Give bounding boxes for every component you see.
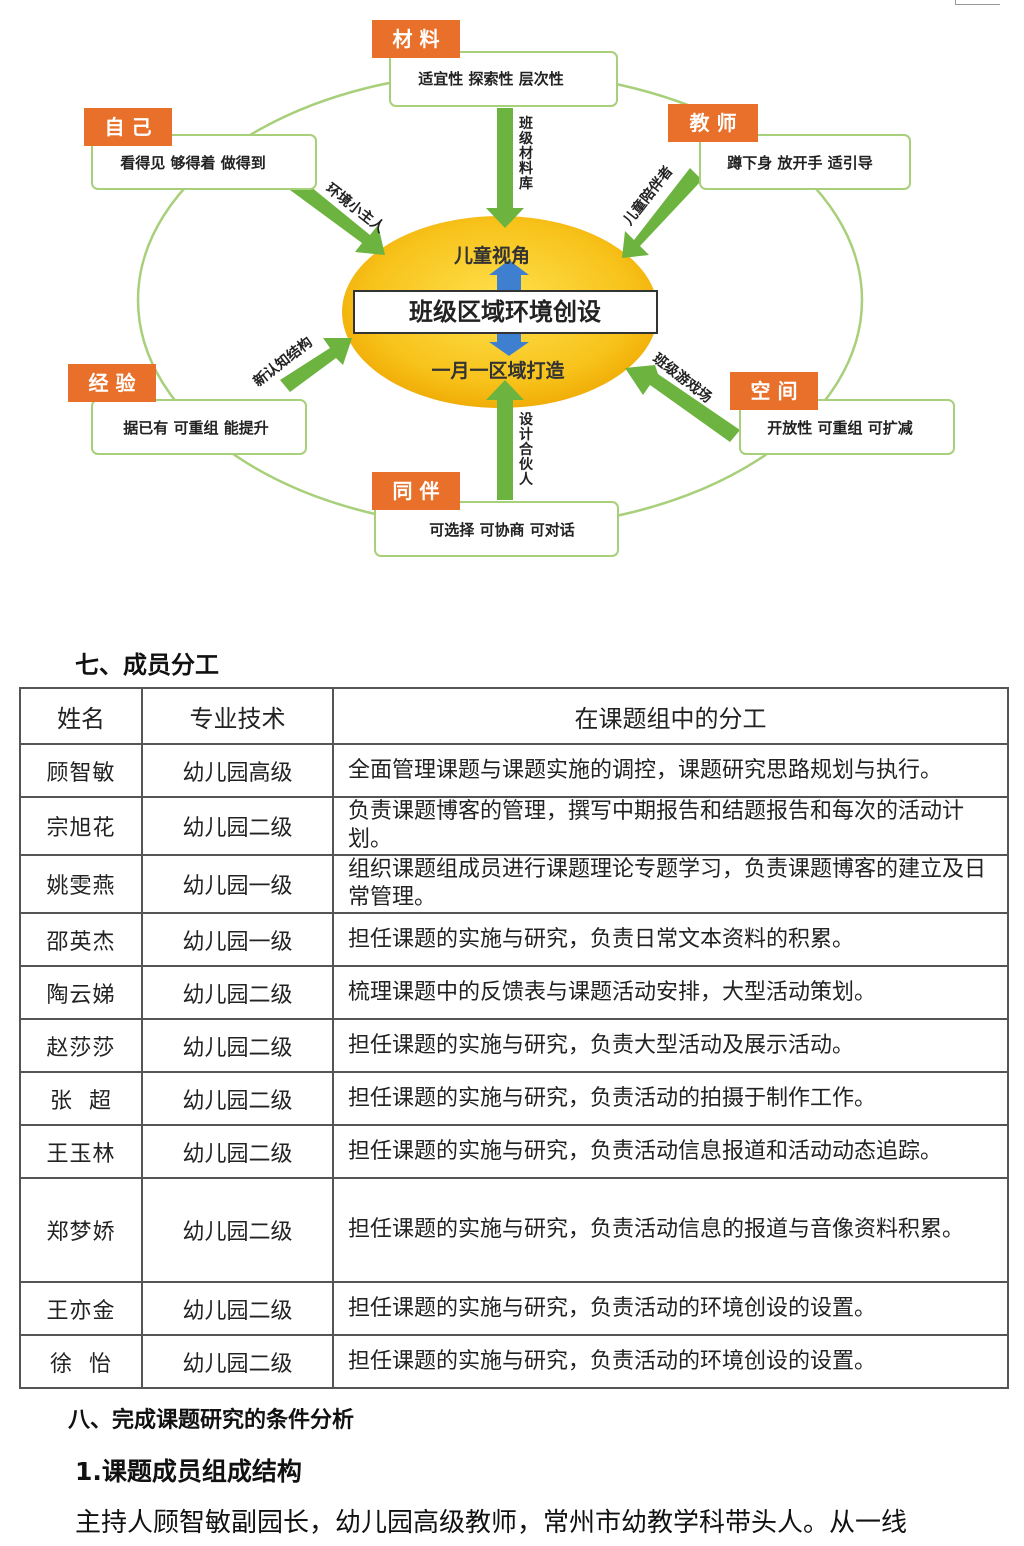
table-row: 王玉林 幼儿园二级 担任课题的实施与研究，负责活动信息报道和活动动态追踪。: [19, 1124, 1009, 1179]
cell-name: 徐 怡: [19, 1334, 143, 1389]
arrow-space: [625, 365, 740, 442]
col-header-duty: 在课题组中的分工: [332, 687, 1009, 745]
cell-tech: 幼儿园二级: [141, 1018, 334, 1073]
table-row: 宗旭花 幼儿园二级 负责课题博客的管理，撰写中期报告和结题报告和每次的活动计划。: [19, 796, 1009, 856]
cell-tech: 幼儿园一级: [141, 912, 334, 967]
node-peer: 同 伴 可选择 可协商 可对话: [372, 472, 619, 557]
cell-duty: 担任课题的实施与研究，负责活动的环境创设的设置。: [332, 1281, 1009, 1336]
cell-name: 赵莎莎: [19, 1018, 143, 1073]
cell-duty: 担任课题的实施与研究，负责大型活动及展示活动。: [332, 1018, 1009, 1073]
arrow-teacher: [622, 168, 702, 258]
center-bottom-label: 一月一区域打造: [431, 359, 565, 382]
svg-text:同 伴: 同 伴: [393, 479, 440, 503]
table-row: 王亦金 幼儿园二级 担任课题的实施与研究，负责活动的环境创设的设置。: [19, 1281, 1009, 1336]
node-experience: 经 验 据已有 可重组 能提升: [68, 364, 307, 455]
arrow-label-material: 班级材料库: [519, 115, 534, 192]
cell-duty: 负责课题博客的管理，撰写中期报告和结题报告和每次的活动计划。: [332, 796, 1009, 856]
cell-tech: 幼儿园一级: [141, 854, 334, 914]
cell-name: 郑梦娇: [19, 1177, 143, 1283]
svg-text:可选择 可协商 可对话: 可选择 可协商 可对话: [429, 521, 574, 539]
cell-duty: 组织课题组成员进行课题理论专题学习，负责课题博客的建立及日常管理。: [332, 854, 1009, 914]
node-self: 自 己 看得见 够得着 做得到: [84, 108, 317, 190]
cell-name: 邵英杰: [19, 912, 143, 967]
node-space: 空 间 开放性 可重组 可扩减: [730, 372, 955, 455]
table-row: 张 超 幼儿园二级 担任课题的实施与研究，负责活动的拍摄于制作工作。: [19, 1071, 1009, 1126]
up-arrow-icon: [489, 260, 529, 290]
cell-duty: 担任课题的实施与研究，负责活动信息的报道与音像资料积累。: [332, 1177, 1009, 1283]
center-title: 班级区域环境创设: [409, 298, 601, 326]
col-header-name: 姓名: [19, 687, 143, 745]
table-row: 徐 怡 幼儿园二级 担任课题的实施与研究，负责活动的环境创设的设置。: [19, 1334, 1009, 1389]
cell-duty: 梳理课题中的反馈表与课题活动安排，大型活动策划。: [332, 965, 1009, 1020]
cell-name: 陶云娣: [19, 965, 143, 1020]
section-8-title: 八、完成课题研究的条件分析: [68, 1408, 355, 1433]
svg-text:经 验: 经 验: [89, 371, 136, 395]
table-row: 顾智敏 幼儿园高级 全面管理课题与课题实施的调控，课题研究思路规划与执行。: [19, 743, 1009, 798]
body-paragraph: 主持人顾智敏副园长，幼儿园高级教师，常州市幼教学科带头人。从一线: [75, 1508, 908, 1538]
cell-tech: 幼儿园二级: [141, 1177, 334, 1283]
cell-tech: 幼儿园二级: [141, 1124, 334, 1179]
table-row: 陶云娣 幼儿园二级 梳理课题中的反馈表与课题活动安排，大型活动策划。: [19, 965, 1009, 1020]
cell-tech: 幼儿园二级: [141, 1334, 334, 1389]
cell-name: 顾智敏: [19, 743, 143, 798]
svg-text:教 师: 教 师: [690, 111, 737, 135]
section-8-subtitle: 1.课题成员组成结构: [75, 1457, 302, 1486]
svg-text:据已有 可重组 能提升: 据已有 可重组 能提升: [123, 419, 268, 437]
node-teacher: 教 师 蹲下身 放开手 适引导: [668, 104, 911, 190]
svg-text:看得见 够得着 做得到: 看得见 够得着 做得到: [120, 154, 265, 172]
center-title-box: [353, 290, 658, 334]
cell-duty: 担任课题的实施与研究，负责活动的拍摄于制作工作。: [332, 1071, 1009, 1126]
cell-name: 姚雯燕: [19, 854, 143, 914]
cell-tech: 幼儿园二级: [141, 965, 334, 1020]
table-row: 邵英杰 幼儿园一级 担任课题的实施与研究，负责日常文本资料的积累。: [19, 912, 1009, 967]
cell-name: 王玉林: [19, 1124, 143, 1179]
cell-name: 王亦金: [19, 1281, 143, 1336]
cell-name: 张 超: [19, 1071, 143, 1126]
cell-tech: 幼儿园二级: [141, 1281, 334, 1336]
table-row: 郑梦娇 幼儿园二级 担任课题的实施与研究，负责活动信息的报道与音像资料积累。: [19, 1177, 1009, 1283]
table-header-row: 姓名 专业技术 在课题组中的分工: [19, 687, 1009, 745]
svg-text:空 间: 空 间: [751, 379, 798, 403]
svg-text:适宜性 探索性 层次性: 适宜性 探索性 层次性: [418, 70, 563, 88]
svg-text:材 料: 材 料: [393, 27, 440, 51]
node-material: 材 料 适宜性 探索性 层次性: [372, 20, 618, 107]
cell-tech: 幼儿园二级: [141, 796, 334, 856]
center-top-label: 儿童视角: [453, 244, 530, 267]
arrow-self: [290, 178, 385, 255]
cell-tech: 幼儿园二级: [141, 1071, 334, 1126]
arrow-label-teacher: 儿童陪伴者: [619, 163, 676, 229]
environment-diagram: 班级区域环境创设 儿童视角 一月一区域打造 班级材料库 设计合伙人 儿童陪伴者 …: [68, 20, 955, 557]
svg-text:蹲下身 放开手 适引导: 蹲下身 放开手 适引导: [727, 154, 872, 172]
page-edge-mark: [955, 0, 1000, 5]
member-table: 姓名 专业技术 在课题组中的分工 顾智敏 幼儿园高级 全面管理课题与课题实施的调…: [19, 687, 1009, 1389]
svg-text:开放性 可重组 可扩减: 开放性 可重组 可扩减: [767, 419, 912, 437]
cell-duty: 全面管理课题与课题实施的调控，课题研究思路规划与执行。: [332, 743, 1009, 798]
arrow-label-peer: 设计合伙人: [519, 412, 534, 488]
table-row: 赵莎莎 幼儿园二级 担任课题的实施与研究，负责大型活动及展示活动。: [19, 1018, 1009, 1073]
arrow-material: [486, 108, 524, 228]
down-arrow-icon: [489, 334, 529, 356]
section-7-title: 七、成员分工: [75, 651, 219, 679]
col-header-tech: 专业技术: [141, 687, 334, 745]
cell-duty: 担任课题的实施与研究，负责活动的环境创设的设置。: [332, 1334, 1009, 1389]
cell-duty: 担任课题的实施与研究，负责活动信息报道和活动动态追踪。: [332, 1124, 1009, 1179]
cell-name: 宗旭花: [19, 796, 143, 856]
arrow-peer: [486, 380, 524, 500]
table-row: 姚雯燕 幼儿园一级 组织课题组成员进行课题理论专题学习，负责课题博客的建立及日常…: [19, 854, 1009, 914]
svg-text:自 己: 自 己: [105, 115, 152, 139]
cell-duty: 担任课题的实施与研究，负责日常文本资料的积累。: [332, 912, 1009, 967]
arrow-experience: [280, 338, 352, 392]
cell-tech: 幼儿园高级: [141, 743, 334, 798]
